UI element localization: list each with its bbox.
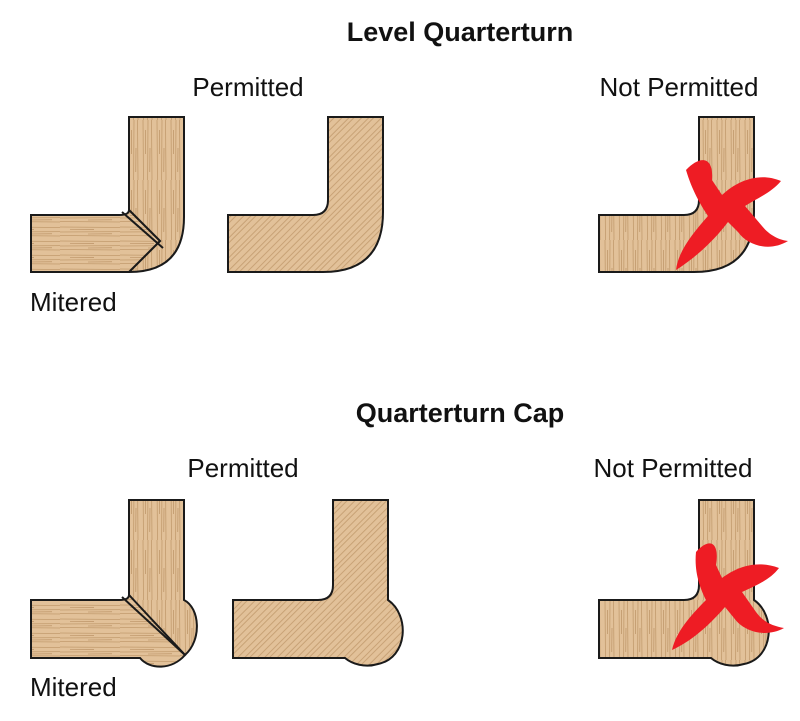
cap-mitered-caption: Mitered xyxy=(30,672,117,702)
level-one-piece-quarterturn xyxy=(227,116,384,273)
level-quarterturn-title: Level Quarterturn xyxy=(347,17,574,47)
level-mitered-caption: Mitered xyxy=(30,287,117,317)
red-cross-mark xyxy=(672,543,784,650)
miter-joint-line xyxy=(121,211,164,249)
level-permitted-label: Permitted xyxy=(192,72,303,102)
red-cross-mark xyxy=(676,160,788,270)
cap-not-permitted-label: Not Permitted xyxy=(594,453,753,483)
level-mitered-quarterturn xyxy=(30,116,185,274)
cap-mitered-quarterturn xyxy=(30,499,198,668)
quarterturn-cap-title: Quarterturn Cap xyxy=(356,398,565,428)
level-not-permitted-label: Not Permitted xyxy=(600,72,759,102)
horizontal-piece xyxy=(30,207,162,273)
cap-one-piece-quarterturn xyxy=(232,499,404,667)
level-not-permitted-quarterturn xyxy=(598,116,788,273)
cap-not-permitted-quarterturn xyxy=(598,499,784,667)
cap-permitted-label: Permitted xyxy=(187,453,298,483)
miter-joint-line xyxy=(121,596,186,656)
